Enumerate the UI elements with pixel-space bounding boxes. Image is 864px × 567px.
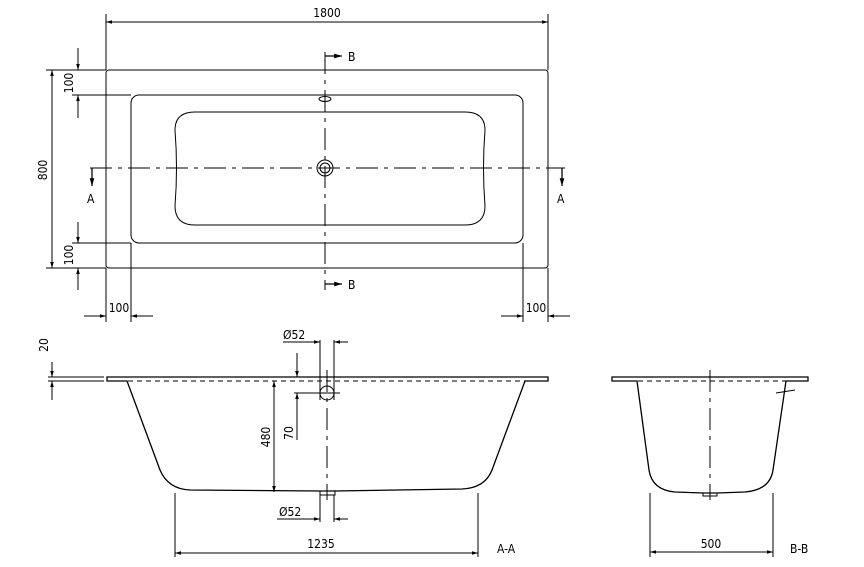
section-b-top-label: B	[348, 50, 355, 64]
section-bb-label: B-B	[790, 542, 808, 556]
dim-rim-thickness-label: 20	[37, 338, 51, 352]
dim-overflow-diameter-label: Ø52	[283, 328, 305, 342]
tub-bowl	[174, 111, 486, 226]
section-aa-label: A-A	[497, 542, 516, 556]
dim-depth-label: 480	[259, 427, 273, 448]
dim-waste-diameter-label: Ø52	[279, 505, 301, 519]
section-a-right-label: A	[557, 192, 565, 206]
dim-rim-top-label: 100	[62, 73, 76, 94]
dim-rim-bottom-label: 100	[62, 245, 76, 266]
dim-length-label: 1800	[313, 6, 341, 20]
section-aa-profile	[106, 376, 549, 492]
section-a-left-label: A	[87, 192, 95, 206]
dim-bottom-width-label: 500	[701, 537, 722, 551]
section-b-bottom-label: B	[348, 278, 355, 292]
section-bb: 500 B-B	[611, 370, 809, 557]
dim-width-label: 800	[36, 160, 50, 181]
tub-inner-edge	[130, 94, 524, 244]
dim-rim-right-label: 100	[526, 301, 547, 315]
dim-rim-left-label: 100	[109, 301, 130, 315]
plan-view: A A B B 1800 800 100 100 100	[36, 6, 570, 322]
dim-bottom-length-label: 1235	[307, 537, 334, 551]
tub-outer-rim	[105, 69, 549, 269]
dim-overflow-offset-label: 70	[282, 426, 296, 440]
section-aa: 20 Ø52 Ø52 480 70 1235 A-A	[37, 328, 549, 557]
